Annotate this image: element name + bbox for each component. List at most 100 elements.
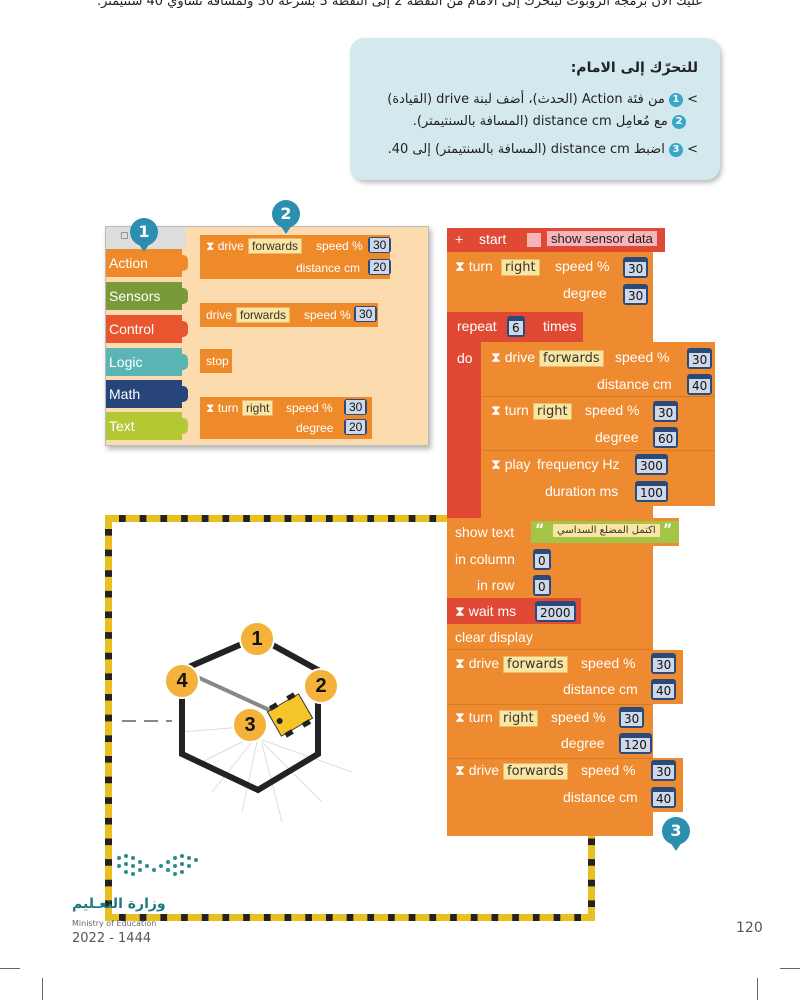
- drive-label: ⧗ drive: [455, 762, 500, 778]
- direction-dropdown[interactable]: forwards: [503, 763, 568, 780]
- block-label: drive: [206, 308, 233, 322]
- do-label: do: [457, 350, 473, 366]
- crop-mark: [42, 978, 43, 1000]
- step-badge-3: 3: [668, 142, 683, 157]
- crop-mark: [780, 968, 800, 969]
- repeat-count-input[interactable]: 6: [507, 316, 525, 337]
- show-text-label: show text: [455, 524, 515, 540]
- callout-3: 3: [662, 817, 690, 851]
- checkbox-icon[interactable]: [527, 233, 541, 247]
- robot-arena: 1 2 3 4: [105, 515, 595, 921]
- direction-dropdown[interactable]: right: [242, 400, 274, 416]
- crop-mark: [757, 978, 758, 1000]
- category-control[interactable]: Control: [106, 315, 188, 343]
- program-workspace: + start show sensor data ⧗ turn right sp…: [447, 228, 717, 838]
- category-text[interactable]: Text: [106, 412, 188, 440]
- degree-input[interactable]: 20: [344, 419, 368, 435]
- point-3: 3: [232, 707, 268, 743]
- instruction-box: للتحرّك إلى الامام: > 1 من فئة Action (ا…: [350, 38, 720, 180]
- speed-label: speed %: [316, 239, 363, 253]
- distance-label: distance cm: [563, 681, 638, 697]
- degree-label: degree: [561, 735, 605, 751]
- speed-input[interactable]: 30: [653, 401, 679, 422]
- repeat-body: [447, 342, 481, 518]
- play-label: ⧗ play: [491, 456, 531, 472]
- block-label: stop: [206, 354, 229, 368]
- direction-dropdown[interactable]: forwards: [236, 307, 291, 323]
- block-label: ⧗ turn: [206, 401, 239, 415]
- duration-input[interactable]: 100: [635, 481, 668, 502]
- instruction-text-3: اضبط distance cm (المسافة بالسنتيمتر) إل…: [387, 142, 665, 157]
- direction-dropdown[interactable]: right: [533, 403, 572, 420]
- distance-input[interactable]: 40: [687, 374, 713, 395]
- text-value[interactable]: اكتمل المضلع السداسي: [553, 524, 660, 537]
- frequency-input[interactable]: 300: [635, 454, 668, 475]
- step-badge-2: 2: [672, 114, 686, 129]
- degree-label: degree: [595, 429, 639, 445]
- instruction-text-1: من فئة Action (الحدث)، أضف لبنة drive (ا…: [387, 92, 665, 107]
- header-text: عليك الآن برمجة الروبوت ليتحرك إلى الأما…: [96, 0, 704, 9]
- add-icon[interactable]: +: [455, 231, 464, 247]
- point-2: 2: [303, 668, 339, 704]
- turn-block[interactable]: ⧗ turn right speed % 30 degree 20: [200, 397, 372, 439]
- turn-label: ⧗ turn: [455, 709, 493, 725]
- distance-input[interactable]: 20: [368, 259, 392, 275]
- show-sensor-data[interactable]: show sensor data: [547, 231, 657, 246]
- category-logic[interactable]: Logic: [106, 348, 188, 376]
- row-label: in row: [477, 577, 515, 593]
- ministry-logo-icon: [117, 854, 198, 876]
- drive-label: ⧗ drive: [455, 655, 500, 671]
- distance-input[interactable]: 40: [651, 787, 677, 808]
- turn-block-label: ⧗ turn: [455, 258, 493, 274]
- bullet: >: [687, 92, 698, 107]
- speed-input[interactable]: 30: [687, 348, 713, 369]
- ministry-name-arabic: وزارة التعـليم: [72, 896, 166, 912]
- direction-dropdown[interactable]: forwards: [503, 656, 568, 673]
- direction-dropdown[interactable]: right: [501, 259, 540, 276]
- category-action[interactable]: Action: [106, 249, 188, 277]
- speed-input[interactable]: 30: [651, 760, 677, 781]
- distance-input[interactable]: 40: [651, 679, 677, 700]
- speed-input[interactable]: 30: [623, 257, 649, 278]
- instruction-text-2: مع مُعامِل distance cm (المسافة بالسنتيم…: [412, 114, 668, 129]
- direction-dropdown[interactable]: right: [499, 710, 538, 727]
- speed-input[interactable]: 30: [619, 707, 645, 728]
- category-sensors[interactable]: Sensors: [106, 282, 188, 310]
- direction-dropdown[interactable]: forwards: [539, 350, 604, 367]
- stop-block[interactable]: stop: [200, 349, 232, 373]
- degree-input[interactable]: 120: [619, 733, 652, 754]
- speed-input[interactable]: 30: [354, 306, 378, 322]
- drive-block[interactable]: drive forwards speed % 30: [200, 303, 378, 327]
- degree-input[interactable]: 30: [623, 284, 649, 305]
- degree-input[interactable]: 60: [653, 427, 679, 448]
- speed-input[interactable]: 30: [368, 237, 392, 253]
- column-input[interactable]: 0: [533, 549, 551, 570]
- block-label: ⧗ drive: [206, 239, 244, 253]
- instruction-line-1: > 1 من فئة Action (الحدث)، أضف لبنة driv…: [387, 92, 698, 107]
- row-input[interactable]: 0: [533, 575, 551, 596]
- callout-2: 2: [272, 200, 300, 234]
- wait-label: ⧗ wait ms: [455, 603, 517, 619]
- start-block[interactable]: + start show sensor data: [447, 228, 665, 252]
- text-string-block[interactable]: “ اكتمل المضلع السداسي ”: [531, 521, 679, 543]
- speed-input[interactable]: 30: [651, 653, 677, 674]
- blocks-toolbox: ▢ ▢ ☆2 Action Sensors Control Logic Math…: [105, 226, 429, 446]
- drive-distance-block[interactable]: ⧗ drive forwards speed % 30 distance cm …: [200, 235, 392, 279]
- clear-display-block[interactable]: clear display: [455, 629, 533, 645]
- column-label: in column: [455, 551, 515, 567]
- speed-label: speed %: [585, 402, 640, 418]
- speed-label: speed %: [581, 762, 636, 778]
- repeat-inner: [481, 342, 715, 506]
- wait-input[interactable]: 2000: [535, 601, 576, 622]
- point-1: 1: [239, 621, 275, 657]
- times-label: times: [543, 318, 577, 334]
- speed-input[interactable]: 30: [344, 399, 368, 415]
- direction-dropdown[interactable]: forwards: [248, 238, 303, 254]
- category-math[interactable]: Math: [106, 380, 188, 408]
- instruction-line-2: 2 مع مُعامِل distance cm (المسافة بالسنت…: [413, 114, 686, 129]
- speed-label: speed %: [555, 258, 610, 274]
- hexagon-path: [122, 633, 353, 823]
- edition-year: 2022 - 1444: [72, 931, 152, 946]
- turn-label: ⧗ turn: [491, 402, 529, 418]
- speed-label: speed %: [551, 709, 606, 725]
